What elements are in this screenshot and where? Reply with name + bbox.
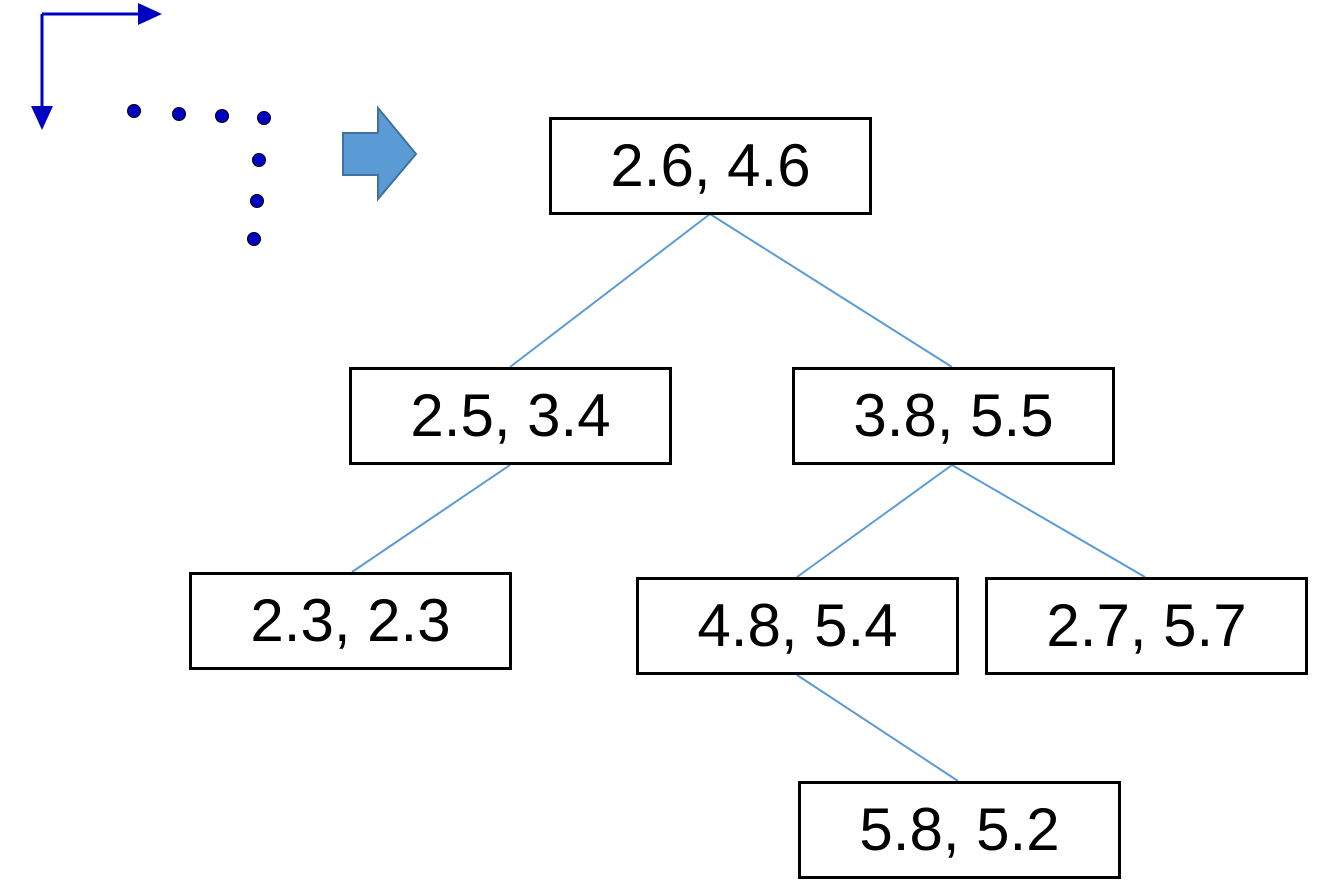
tree-node-label: 5.8, 5.2 xyxy=(859,796,1060,863)
tree-node-left: 2.5, 3.4 xyxy=(349,367,672,465)
tree-node-left-left: 2.3, 2.3 xyxy=(189,572,512,670)
right-block-arrow-icon xyxy=(342,105,418,202)
tree-node-label: 4.8, 5.4 xyxy=(697,592,898,659)
edge-rightleft-leaf xyxy=(796,674,959,782)
tree-node-root: 2.6, 4.6 xyxy=(549,117,872,215)
edge-root-right xyxy=(709,213,953,368)
tree-edges xyxy=(351,213,1146,782)
edge-right-rightleft xyxy=(796,464,953,578)
tree-node-label: 3.8, 5.5 xyxy=(853,382,1054,449)
dotted-path-icon xyxy=(127,104,271,246)
tree-node-right: 3.8, 5.5 xyxy=(792,367,1115,465)
edge-left-leftleft xyxy=(351,464,511,573)
edge-root-left xyxy=(509,213,711,368)
tree-node-right-left-right: 5.8, 5.2 xyxy=(798,781,1121,879)
tree-node-label: 2.6, 4.6 xyxy=(610,132,811,199)
tree-node-label: 2.5, 3.4 xyxy=(410,382,611,449)
tree-node-label: 2.7, 5.7 xyxy=(1046,592,1247,659)
tree-node-right-right: 2.7, 5.7 xyxy=(985,577,1308,675)
axis-arrows-icon xyxy=(31,3,162,130)
edge-right-rightright xyxy=(951,464,1146,578)
tree-node-right-left: 4.8, 5.4 xyxy=(636,577,959,675)
tree-node-label: 2.3, 2.3 xyxy=(250,587,451,654)
